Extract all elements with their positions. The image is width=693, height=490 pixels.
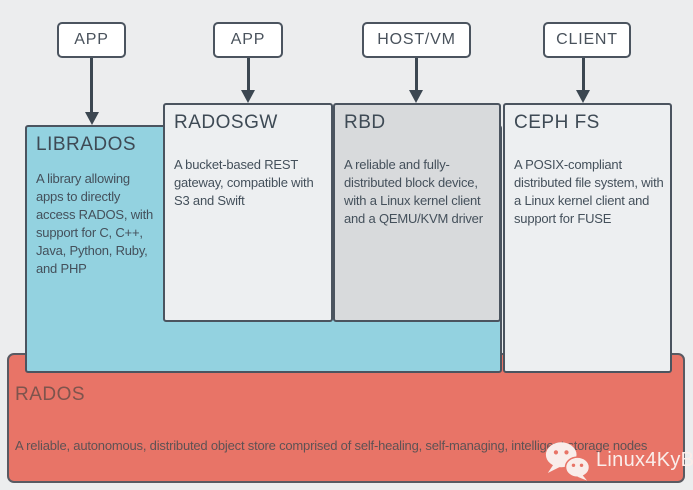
radosgw-box: RADOSGW A bucket-based REST gateway, com… [163,103,333,322]
rados-layer-box: RADOS A reliable, autonomous, distribute… [7,353,685,483]
arrow-line [90,58,93,113]
arrow-line [414,58,418,91]
arrow-head-icon [241,90,255,103]
cephfs-title: CEPH FS [514,112,600,133]
arrow-head-icon [409,90,423,103]
radosgw-description: A bucket-based REST gateway, compatible … [174,157,314,208]
librados-title: LIBRADOS [36,134,137,155]
cephfs-description: A POSIX-compliant distributed file syste… [514,157,664,226]
node-client: CLIENT [543,22,631,58]
node-app-1: APP [57,22,126,58]
radosgw-title: RADOSGW [174,112,278,133]
rados-title: RADOS [15,384,86,405]
watermark: Linux4KyBcj [543,440,693,481]
node-app-2: APP [213,22,283,58]
cephfs-box: CEPH FS A POSIX-compliant distributed fi… [503,103,672,373]
rbd-title: RBD [344,112,386,133]
rbd-box: RBD A reliable and fully-distributed blo… [333,103,501,322]
arrow-client-to-cephfs [576,58,590,104]
rbd-description: A reliable and fully-distributed block d… [344,157,483,226]
watermark-text: Linux4KyBcj [596,449,693,471]
librados-description: A library allowing apps to directly acce… [36,171,154,276]
arrow-head-icon [84,112,99,125]
wechat-icon [545,442,589,481]
arrow-line [246,58,250,91]
node-host-vm: HOST/VM [362,22,471,58]
arrow-app-to-radosgw [241,58,255,104]
arrow-line [581,58,585,91]
rados-description: A reliable, autonomous, distributed obje… [15,438,648,453]
arrow-app-to-librados [84,58,99,125]
arrow-head-icon [576,90,590,103]
arrow-hostvm-to-rbd [409,58,423,104]
